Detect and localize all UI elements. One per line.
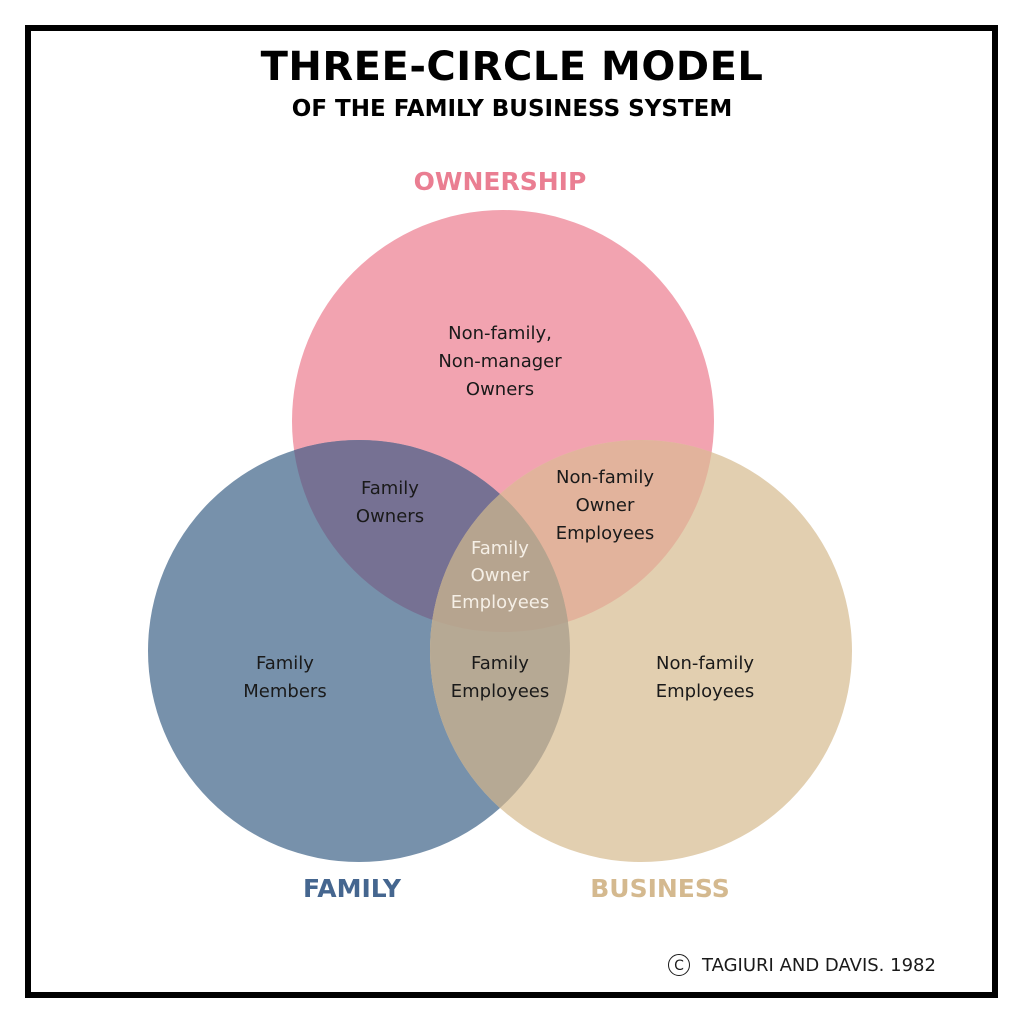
- region-family-employees: Family Employees: [450, 653, 550, 702]
- credit-line: C TAGIURI AND DAVIS. 1982: [668, 954, 936, 976]
- all-three-overlap: [430, 440, 570, 632]
- ownership-label: OWNERSHIP: [413, 167, 587, 196]
- region-ownership-only: Non-family, Non-manager Owners: [438, 323, 562, 400]
- business-label: BUSINESS: [590, 874, 730, 903]
- diagram-subtitle: OF THE FAMILY BUSINESS SYSTEM: [291, 96, 733, 122]
- copyright-icon: C: [668, 954, 690, 976]
- family-label: FAMILY: [303, 874, 401, 903]
- diagram-title: THREE-CIRCLE MODEL: [260, 44, 764, 90]
- region-family-owner-employees: Family Owner Employees: [450, 538, 550, 613]
- region-nonfamily-owner-employees: Non-family Owner Employees: [555, 467, 655, 544]
- credit-text: TAGIURI AND DAVIS. 1982: [702, 954, 936, 976]
- region-family-members: Family Members: [243, 653, 327, 702]
- region-family-owners: Family Owners: [355, 478, 425, 527]
- region-nonfamily-employees: Non-family Employees: [655, 653, 755, 702]
